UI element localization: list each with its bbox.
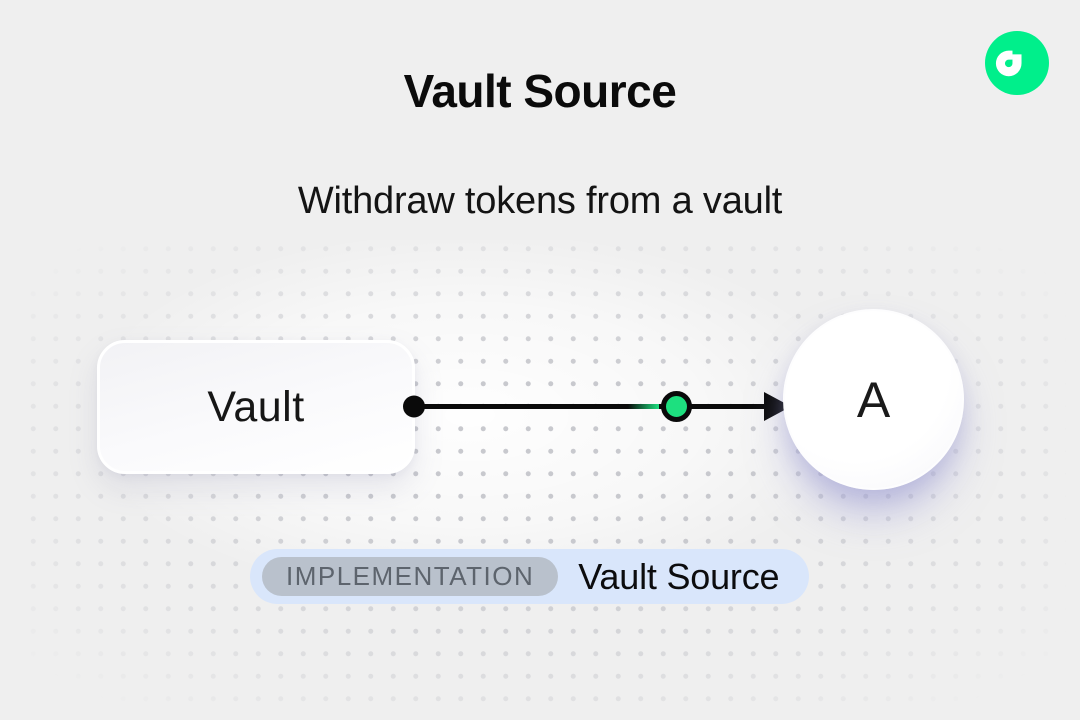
implementation-badge: IMPLEMENTATION Vault Source xyxy=(250,549,810,604)
account-node-label: A xyxy=(856,371,891,428)
account-node: A xyxy=(783,309,964,490)
page-title: Vault Source xyxy=(403,65,677,117)
page-subtitle: Withdraw tokens from a vault xyxy=(297,180,783,222)
vault-source-node: Vault xyxy=(97,340,415,474)
flow-logo-icon xyxy=(985,31,1049,95)
vault-node-label: Vault xyxy=(207,382,305,431)
arrowhead-icon xyxy=(764,392,791,421)
edge-midpoint-marker xyxy=(661,391,692,422)
withdraw-arrow xyxy=(403,391,791,422)
edge-start-dot xyxy=(403,395,425,418)
implementation-tag-pill: IMPLEMENTATION xyxy=(262,557,559,596)
implementation-label: Vault Source xyxy=(578,555,780,597)
